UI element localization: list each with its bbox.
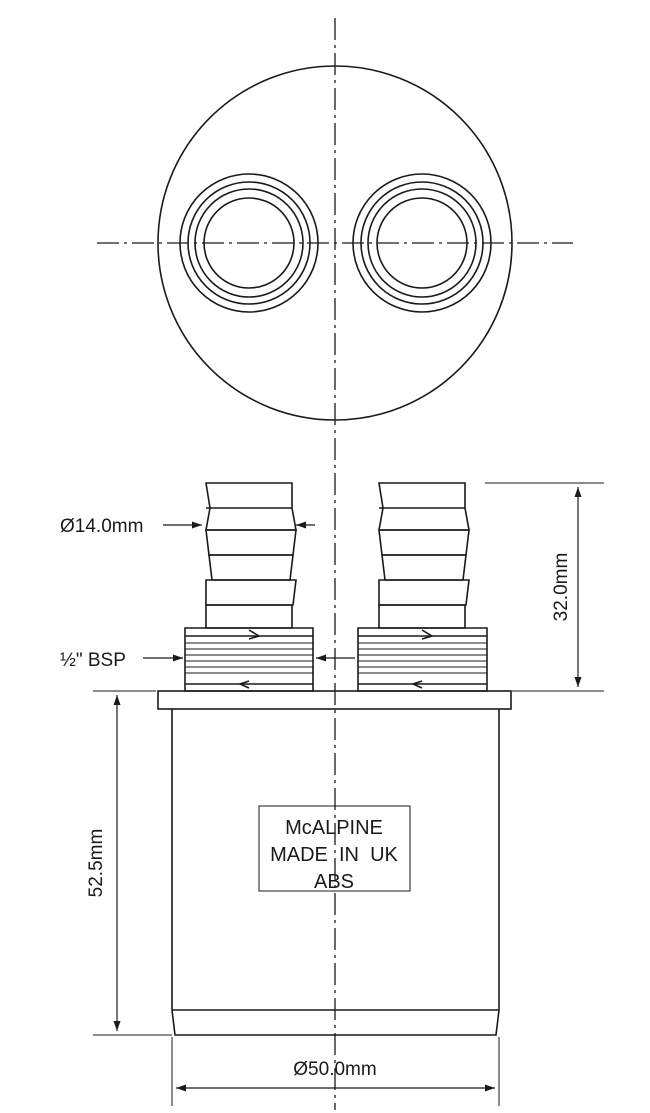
hose-diameter-label: Ø14.0mm [60,516,143,537]
nozzle-height-label: 32.0mm [551,553,572,622]
thread-label: ½" BSP [60,650,126,671]
stamp-line-2: MADE IN UK [270,844,398,866]
body-flange [157,690,512,710]
stamp-box [258,805,411,892]
body-height-label: 52.5mm [86,829,107,898]
body-diameter-label: Ø50.0mm [293,1059,376,1080]
body-cylinder [171,709,500,1036]
body-side [157,690,512,1036]
right-nozzle-side [357,482,488,692]
stamp-line-3: ABS [314,871,354,893]
left-nozzle-side [184,482,314,692]
stamp-line-1: McALPINE [285,817,383,839]
